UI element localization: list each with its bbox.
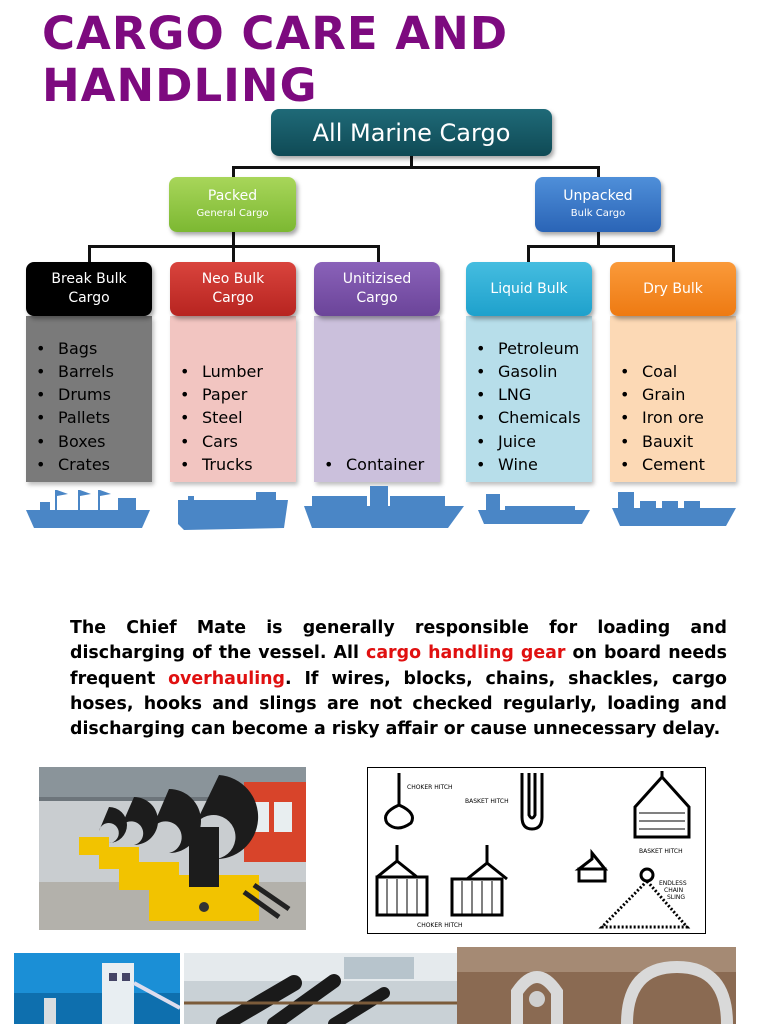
connector [232,232,235,246]
list-neo-bulk: Lumber Paper Steel Cars Trucks [170,316,296,482]
title-line-2: HANDLING [42,59,318,112]
list-item: Iron ore [620,406,705,429]
bulk-carrier-icon [612,492,736,526]
cargo-hoses-photo [184,953,457,1024]
sling-hitches-diagram: CHOKER HITCH BASKET HITCH BASKET HITCH E… [367,767,706,934]
hitch-label: SLING [667,894,685,901]
list-unitizised: Container [314,316,440,482]
list-item: Container [324,453,424,476]
root-label: All Marine Cargo [312,118,511,147]
ship-icons [26,486,736,530]
category-dry-bulk: Dry Bulk [610,262,736,316]
list-item: Lumber [180,360,263,383]
category-label: Liquid Bulk [490,280,568,297]
title-line-1: CARGO CARE AND [42,7,509,60]
hitch-label: BASKET HITCH [465,798,509,805]
connector [672,245,675,262]
general-cargo-ship-icon [26,490,150,528]
list-item: Steel [180,406,263,429]
list-item: Bauxit [620,430,705,453]
category-label: Neo Bulk [201,271,265,287]
list-item: LNG [476,383,581,406]
connector [597,166,600,177]
highlight-cargo-handling-gear: cargo handling gear [366,643,566,664]
hitch-label: CHAIN [664,887,683,894]
connector [377,245,380,262]
list-item: Cars [180,430,263,453]
paragraph-text: The Chief Mate is generally responsible … [70,618,727,664]
category-neo-bulk: Neo Bulk Cargo [170,262,296,316]
cargo-hooks-photo [39,767,306,930]
double-choker-load-icon [375,875,429,917]
list-item: Coal [620,360,705,383]
list-item: Paper [180,383,263,406]
connector [527,245,530,262]
list-item: Cement [620,453,705,476]
list-item: Wine [476,453,581,476]
page-title: CARGO CARE AND HANDLING [42,8,642,112]
connector [232,166,235,177]
hitch-label: BASKET HITCH [639,848,683,855]
paragraph-text: on board needs frequent [70,643,727,689]
category-label: Break Bulk [51,271,127,287]
packed-node: Packed General Cargo [169,177,296,232]
list-item: Gasolin [476,360,581,383]
chain-sling-icon [598,878,691,929]
basket-hitch-bundle-icon [633,771,691,839]
basket-hitch-icon [520,773,544,831]
root-node: All Marine Cargo [271,109,552,156]
list-item: Juice [476,430,581,453]
shackles-photo [457,947,736,1024]
paragraph-text: . If wires, blocks, chains, shackles, ca… [70,668,727,740]
list-dry-bulk: Coal Grain Iron ore Bauxit Cement [610,316,736,482]
choker-hitch-icon [384,773,414,830]
highlight-overhauling: overhauling [168,668,285,689]
container-ship-icon [304,486,464,528]
connector [232,166,598,169]
list-liquid-bulk: Petroleum Gasolin LNG Chemicals Juice Wi… [466,316,592,482]
category-label: Dry Bulk [643,280,703,297]
hitch-label: CHOKER HITCH [417,922,463,929]
packed-label: Packed [207,187,258,204]
list-item: Drums [36,383,114,406]
hitch-label: CHOKER HITCH [407,784,453,791]
list-item: Trucks [180,453,263,476]
list-item: Crates [36,453,114,476]
unpacked-node: Unpacked Bulk Cargo [535,177,661,232]
roro-ship-icon [178,492,288,530]
unpacked-label: Unpacked [563,187,633,204]
list-break-bulk: Bags Barrels Drums Pallets Boxes Crates [26,316,152,482]
category-label: Cargo [68,290,110,306]
description-paragraph: The Chief Mate is generally responsible … [70,616,727,742]
packed-sub: General Cargo [196,207,269,219]
list-item: Boxes [36,430,114,453]
unpacked-sub: Bulk Cargo [570,207,626,219]
connector [88,245,91,262]
category-liquid-bulk: Liquid Bulk [466,262,592,316]
connector [527,245,674,248]
list-item: Bags [36,337,114,360]
connector [410,156,413,167]
category-label: Unitizised [342,271,412,287]
category-label: Cargo [212,290,254,306]
category-unitizised: Unitizised Cargo [314,262,440,316]
list-item: Barrels [36,360,114,383]
category-label: Cargo [356,290,398,306]
list-item: Grain [620,383,705,406]
tanker-ship-icon [478,494,590,524]
list-item: Chemicals [476,406,581,429]
list-item: Pallets [36,406,114,429]
connector [597,232,600,246]
category-break-bulk: Break Bulk Cargo [26,262,152,316]
hitch-label: ENDLESS [659,880,687,887]
list-item: Petroleum [476,337,581,360]
crane-photo [14,953,180,1024]
connector [232,245,235,262]
